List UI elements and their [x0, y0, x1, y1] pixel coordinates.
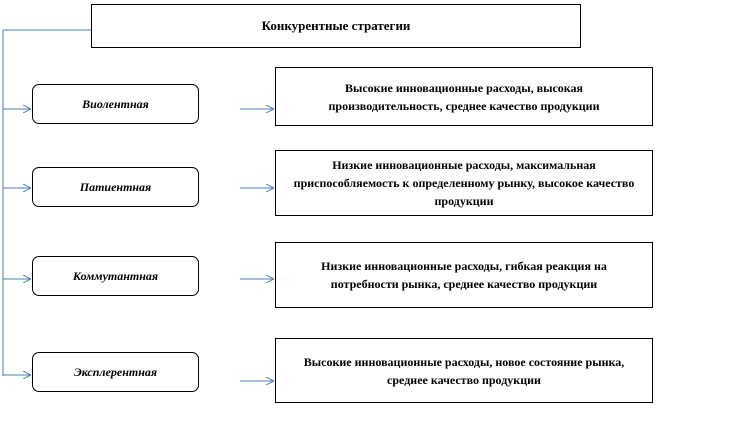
- description-patient-box: Низкие инновационные расходы, максимальн…: [275, 150, 653, 216]
- description-violent-box: Высокие инновационные расходы, высокая п…: [275, 67, 653, 126]
- strategy-commutant-box: Коммутантная: [32, 256, 199, 296]
- description-commutant-box: Низкие инновационные расходы, гибкая реа…: [275, 242, 653, 308]
- description-commutant-text: Низкие инновационные расходы, гибкая реа…: [321, 259, 607, 291]
- diagram-title: Конкурентные стратегии: [91, 4, 581, 48]
- strategy-violent-label: Виолентная: [82, 96, 149, 111]
- strategy-commutant-label: Коммутантная: [72, 268, 159, 283]
- description-explerent-box: Высокие инновационные расходы, новое сос…: [275, 338, 653, 403]
- description-explerent-text: Высокие инновационные расходы, новое сос…: [303, 354, 625, 387]
- strategy-explerent-label: Эксплерентная: [73, 364, 158, 379]
- strategy-violent-box: Виолентная: [32, 84, 199, 124]
- description-violent-text: Высокие инновационные расходы, высокая п…: [328, 80, 600, 113]
- description-patient-text: Низкие инновационные расходы, максимальн…: [293, 158, 635, 208]
- strategy-patient-label: Патиентная: [79, 179, 152, 194]
- strategy-explerent-box: Эксплерентная: [32, 352, 199, 392]
- strategy-patient-box: Патиентная: [32, 167, 199, 207]
- diagram-title-text: Конкурентные стратегии: [261, 18, 411, 33]
